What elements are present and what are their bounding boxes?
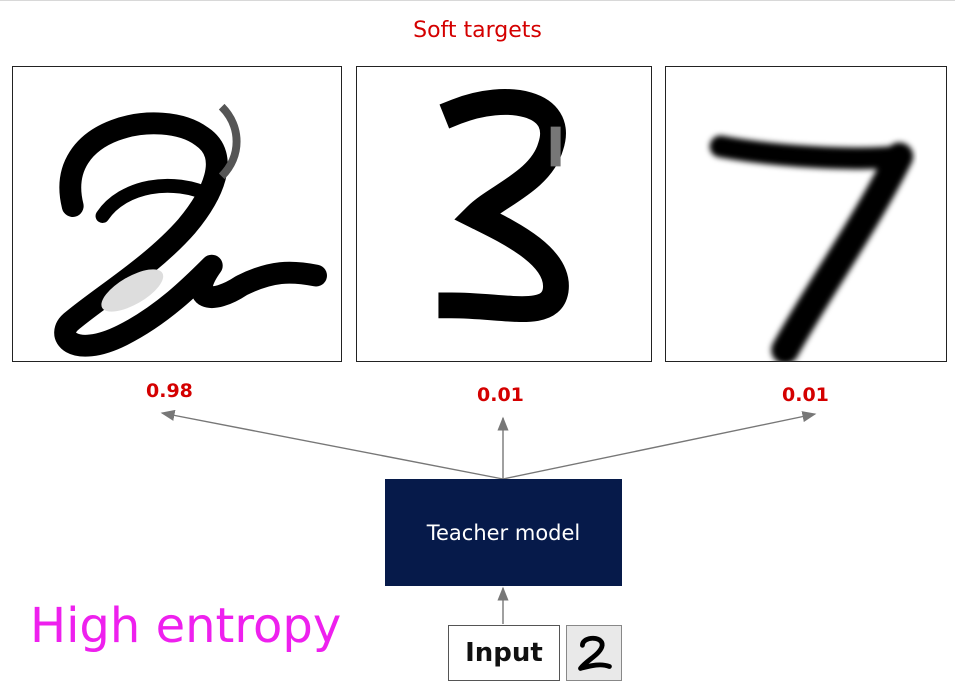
digit-2-image	[12, 66, 342, 362]
digit-3-glyph	[438, 89, 569, 323]
input-box: Input	[448, 625, 560, 681]
digit-3-image	[356, 66, 652, 362]
input-digit-image	[566, 625, 622, 681]
probability-digit-2: 0.98	[146, 380, 193, 402]
input-label: Input	[465, 638, 543, 668]
top-divider	[0, 0, 955, 1]
teacher-model-box: Teacher model	[385, 479, 622, 586]
digit-2-glyph	[54, 103, 327, 357]
arrow-to-digit-7	[502, 411, 817, 480]
diagram-title: Soft targets	[413, 18, 542, 43]
input-digit-glyph	[578, 635, 612, 671]
digit-7-image	[665, 66, 947, 362]
arrow-to-digit-2	[160, 409, 504, 480]
probability-digit-3: 0.01	[477, 384, 524, 406]
probability-digit-7: 0.01	[782, 384, 829, 406]
digit-7-glyph	[709, 135, 914, 361]
teacher-model-label: Teacher model	[426, 520, 581, 545]
caption-high-entropy: High entropy	[30, 598, 342, 654]
